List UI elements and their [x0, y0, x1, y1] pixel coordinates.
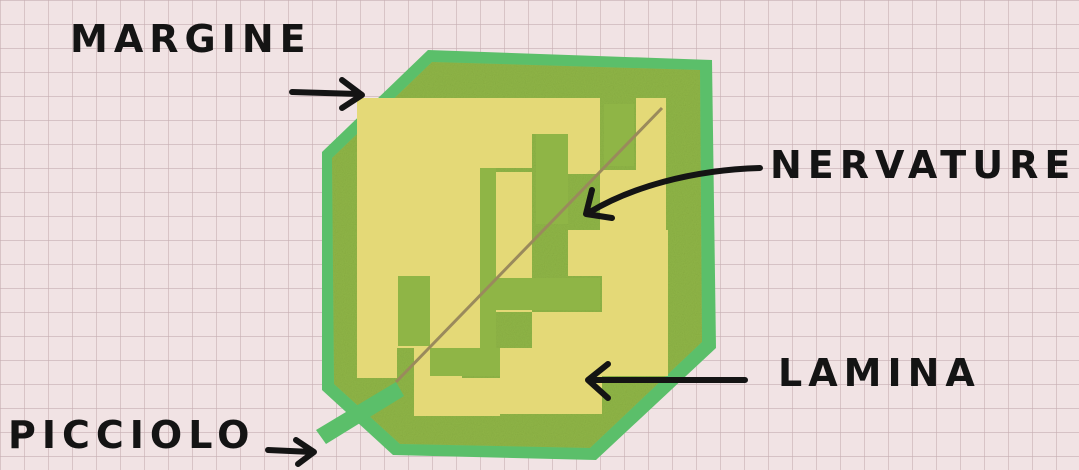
label-picciolo: PICCIOLO	[8, 413, 255, 457]
label-nervature: NERVATURE	[770, 143, 1076, 187]
leaf	[316, 50, 716, 460]
label-lamina: LAMINA	[778, 351, 981, 395]
label-margine: MARGINE	[70, 17, 312, 61]
